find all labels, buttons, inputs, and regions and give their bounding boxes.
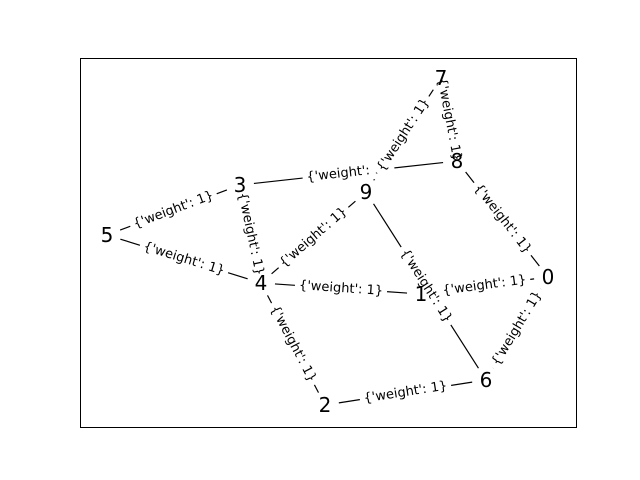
- edges-layer: [119, 89, 542, 404]
- edge-label: {'weight': 1}: [489, 289, 545, 369]
- edge-label-background: [370, 91, 437, 179]
- edge-label-group-0-6: {'weight': 1}: [485, 284, 549, 373]
- edge-label-background: [393, 242, 459, 330]
- edge-label-group-4-1: {'weight': 1}: [294, 276, 388, 301]
- edge-label-group-3-4: {'weight': 1}: [232, 186, 269, 282]
- edge-label: {'weight': 1}: [298, 278, 383, 299]
- node-6: 6: [480, 368, 493, 392]
- edge-label: {'weight': 1}: [363, 379, 449, 407]
- edge-label: {'weight': 1}: [234, 191, 266, 277]
- edge-label-background: [358, 376, 453, 409]
- edge-labels-layer: {'weight': 1}{'weight': 1}{'weight': 1}{…: [127, 72, 549, 409]
- edge-label-background: [272, 200, 355, 275]
- edge-label-group-2-6: {'weight': 1}: [358, 376, 453, 409]
- edge-label-background: [294, 276, 388, 301]
- edge-label: {'weight': 1}: [471, 181, 535, 257]
- node-8: 8: [451, 149, 464, 173]
- edge-label-group-4-2: {'weight': 1}: [263, 298, 323, 390]
- edge-label-background: [137, 236, 231, 282]
- edge-label-background: [127, 185, 220, 235]
- edge-label-group-1-0: {'weight': 1}: [437, 270, 532, 301]
- edge-label-group-8-0: {'weight': 1}: [466, 177, 539, 261]
- edge-label-group-9-7: {'weight': 1}: [370, 91, 437, 179]
- node-5: 5: [101, 223, 114, 247]
- node-0: 0: [542, 265, 555, 289]
- node-3: 3: [234, 173, 247, 197]
- edge-label-group-5-3: {'weight': 1}: [127, 185, 220, 235]
- edge-label-background: [466, 177, 539, 261]
- edge-label-group-4-9: {'weight': 1}: [272, 200, 355, 275]
- edge-label: {'weight': 1}: [442, 272, 528, 298]
- edge-label-background: [232, 186, 269, 282]
- edge-label-background: [437, 270, 532, 301]
- edge-label-group-5-4: {'weight': 1}: [137, 236, 231, 282]
- edge-label: {'weight': 1}: [277, 204, 351, 271]
- edge-label-background: [485, 284, 549, 373]
- node-7: 7: [435, 66, 448, 90]
- edge-label: {'weight': 1}: [267, 303, 319, 385]
- node-2: 2: [319, 393, 332, 417]
- edge-label: {'weight': 1}: [131, 188, 215, 232]
- node-4: 4: [255, 271, 268, 295]
- node-9: 9: [360, 180, 373, 204]
- edge-label-background: [263, 298, 323, 390]
- edge-label-background: [431, 72, 467, 167]
- edge-label: {'weight': 1}: [374, 96, 433, 175]
- edge-label-background: [301, 158, 396, 188]
- nodes-layer: 0 1 2 3 4 5 6 7 8 9: [101, 66, 555, 417]
- plot-frame: [80, 58, 577, 428]
- node-1: 1: [415, 282, 428, 306]
